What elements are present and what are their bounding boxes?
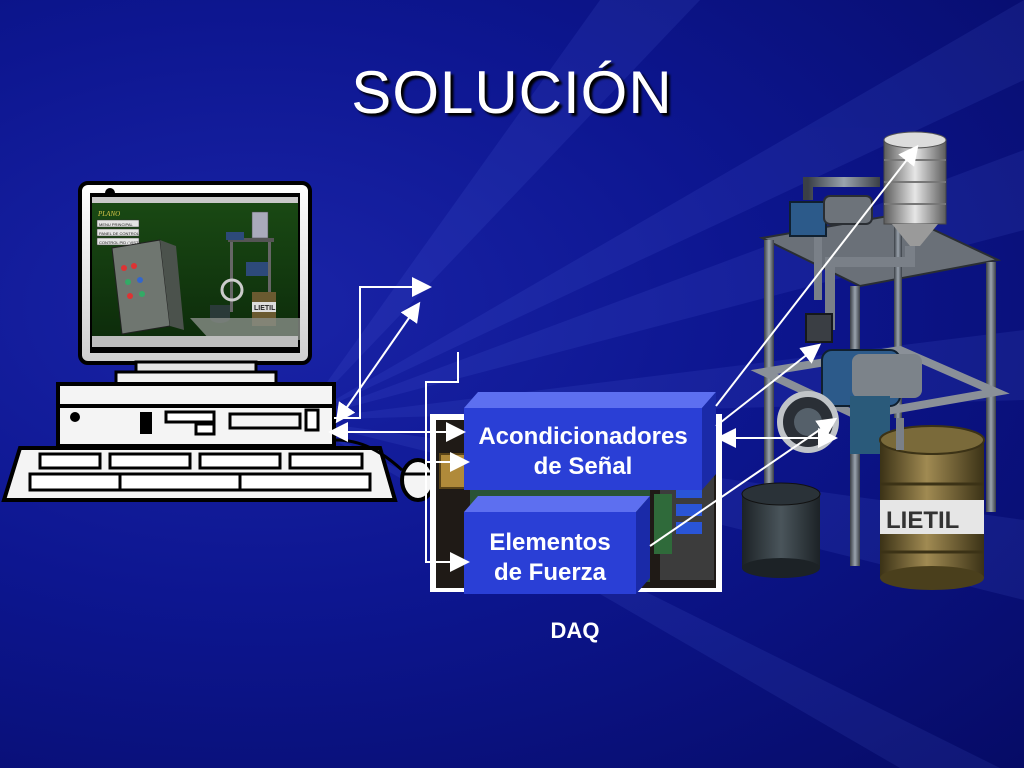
screen-drum-label: LIETIL [254,305,276,312]
screen-title: PLANO [97,210,120,218]
signal-conditioners-box [464,392,716,490]
slide-title: SOLUCIÓN [351,59,673,126]
arrow-pc-diagonal [335,301,421,424]
power-elements-box [464,496,650,594]
arrow-conditioner-box [715,343,822,427]
screen-menu-item: CONTROL PID / VISTA [99,240,141,245]
screen-menu-item: PANEL DE CONTROL [99,231,140,236]
daq-label: DAQ [550,618,600,643]
process-machine-illustration: LIETIL [741,131,1010,590]
drum-label: LIETIL [886,507,959,534]
power-line2: de Fuerza [493,559,607,586]
conditioners-line2: de Señal [533,453,633,480]
signal-arrows [328,144,919,572]
arrow-power-motor [649,417,838,547]
signal-conditioners-label: Acondicionadores de Señal [464,422,702,482]
bracket-daq-left [425,352,470,572]
computer-illustration: PLANO LIETIL [1,181,436,502]
arrow-conditioner-tank [715,144,919,407]
arrow-pc-to-top [334,277,432,419]
power-line1: Elementos [489,529,611,556]
conditioners-line1: Acondicionadores [478,423,688,450]
screen-menu-item: MENU PRINCIPAL [99,222,133,227]
power-elements-label: Elementos de Fuerza [464,528,636,588]
